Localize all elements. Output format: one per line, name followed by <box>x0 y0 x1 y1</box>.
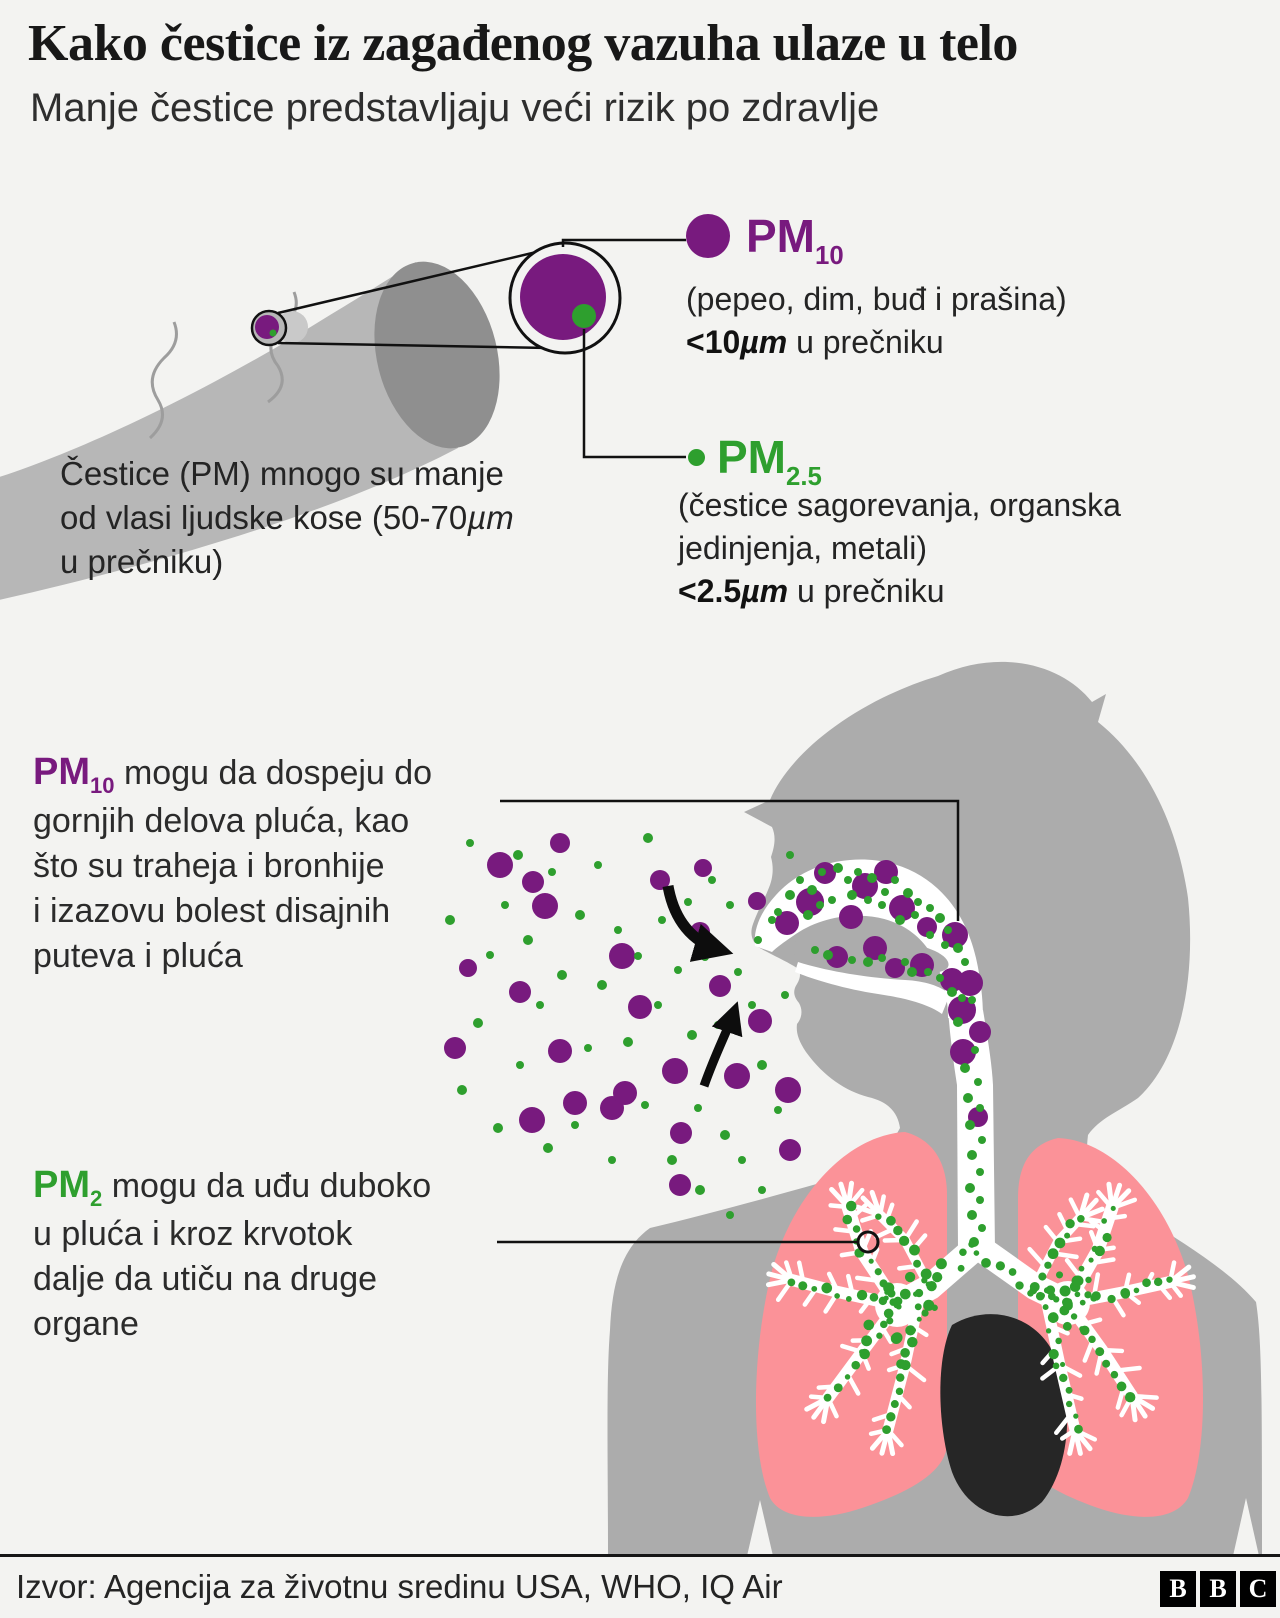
pm10-description: (pepeo, dim, buđ i prašina) <10µm u preč… <box>686 278 1067 364</box>
pm25-particle-large <box>572 304 596 328</box>
pm2-badge: PM2 <box>33 1164 103 1212</box>
pm10-dot-icon <box>686 214 730 258</box>
pm10-paragraph: PM10 mogu da dospeju do gornjih delova p… <box>33 751 433 975</box>
pm25-legend: PM2.5 <box>688 431 822 491</box>
pm25-callout-line <box>582 329 686 459</box>
pm10-desc-line: (pepeo, dim, buđ i prašina) <box>686 281 1067 317</box>
bbc-logo-block-b1: B <box>1160 1571 1196 1607</box>
pm10-size-line: <10µm u prečniku <box>686 324 944 360</box>
bbc-logo-block-b2: B <box>1200 1571 1236 1607</box>
inhale-arrows <box>662 884 743 1088</box>
pm25-description: (čestice sagorevanja, organska jedinjenj… <box>678 484 1121 613</box>
pm2-paragraph: PM2 mogu da uđu duboko u pluća i kroz kr… <box>33 1164 432 1343</box>
pm10-paragraph-connector <box>500 799 960 921</box>
pm2-target-circle <box>856 1230 880 1254</box>
pm10-legend: PM10 <box>686 210 844 270</box>
particle-cloud <box>444 833 801 1219</box>
page-title: Kako čestice iz zagađenog vazuha ulaze u… <box>28 15 1018 72</box>
inhale-arrow-bottom <box>699 1001 743 1088</box>
inhale-arrow-top <box>662 884 734 962</box>
pm10-callout-line <box>561 238 686 247</box>
footer-divider <box>0 1554 1280 1557</box>
airway-particles <box>774 860 991 1247</box>
pm25-size-line: <2.5µm u prečniku <box>678 573 945 609</box>
pm25-dot-icon <box>688 448 705 466</box>
heart <box>940 1314 1068 1517</box>
page-subtitle: Manje čestice predstavljaju veći rizik p… <box>30 86 880 130</box>
pm10-particle-large <box>520 254 606 340</box>
magnifier-illustration <box>250 238 686 459</box>
pm10-label: PM10 <box>746 210 844 270</box>
source-credit: Izvor: Agencija za životnu sredinu USA, … <box>16 1568 783 1605</box>
bbc-logo-block-c: C <box>1240 1571 1276 1607</box>
pm10-badge: PM10 <box>33 751 115 799</box>
bbc-logo: B B C <box>1160 1571 1276 1607</box>
pm25-label: PM2.5 <box>717 431 822 491</box>
hair-size-note: Čestice (PM) mnogo su manje od vlasi lju… <box>60 455 514 580</box>
bronchial-tree-particles <box>787 1200 1173 1435</box>
paragraph-connectors <box>497 799 960 1254</box>
